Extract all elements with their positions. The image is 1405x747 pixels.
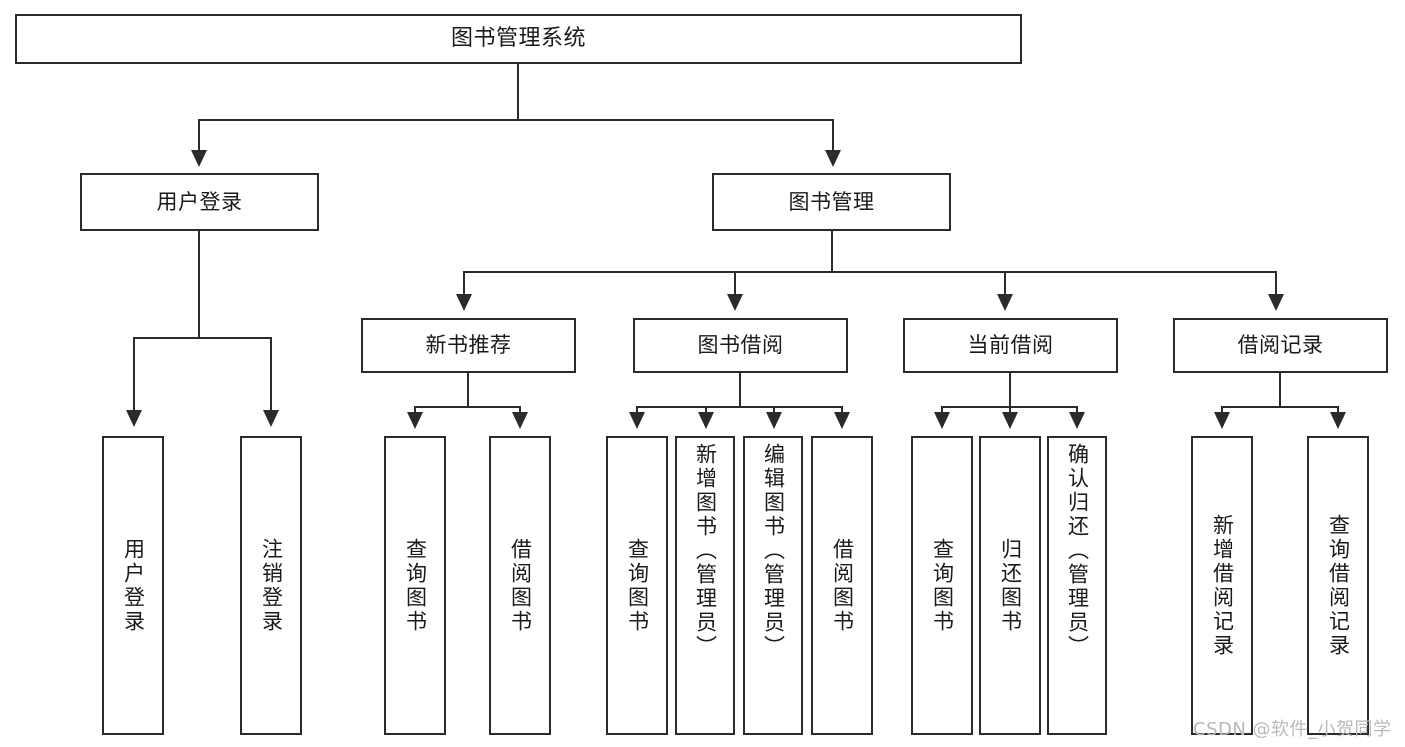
arrow-book-borrow-to-leaf-2 [766, 412, 782, 429]
connector-book-borrow-bus [636, 406, 842, 408]
leaf-book-borrow-0[interactable]: 查询图书 [606, 436, 668, 735]
arrow-current-borrow-to-leaf-0 [934, 412, 950, 429]
arrow-borrow-record-to-leaf-0 [1214, 412, 1230, 429]
node-root-system-label: 图书管理系统 [450, 26, 586, 52]
connector-book-borrow-to-leaf-3 [841, 406, 843, 414]
leaf-borrow-record-0[interactable]: 新增借阅记录 [1191, 436, 1253, 735]
connector-book-borrow-to-leaf-0 [636, 406, 638, 414]
arrow-current-borrow-to-leaf-1 [1002, 412, 1018, 429]
leaf-book-borrow-3[interactable]: 借阅图书 [811, 436, 873, 735]
connector-new-book-rec-bus [414, 406, 520, 408]
leaf-current-borrow-1[interactable]: 归还图书 [979, 436, 1041, 735]
leaf-new-book-rec-0[interactable]: 查询图书 [384, 436, 446, 735]
leaf-current-borrow-0[interactable]: 查询图书 [911, 436, 973, 735]
leaf-book-borrow-3-label: 借阅图书 [830, 537, 855, 634]
node-new-book-rec-label: 新书推荐 [425, 333, 512, 358]
leaf-new-book-rec-0-label: 查询图书 [403, 537, 428, 634]
connector-root-to-book-manage [832, 119, 834, 154]
arrow-book-manage-to-g0 [456, 294, 472, 311]
connector-current-borrow-to-leaf-1 [1009, 406, 1011, 414]
connector-borrow-record-bus [1221, 406, 1338, 408]
leaf-user-login-0[interactable]: 用户登录 [102, 436, 164, 735]
node-borrow-record-label: 借阅记录 [1237, 333, 1324, 358]
connector-new-book-rec-stem [467, 373, 469, 408]
node-book-manage[interactable]: 图书管理 [712, 173, 951, 231]
connector-root-stem [517, 64, 519, 120]
arrow-book-manage-to-g2 [997, 294, 1013, 311]
connector-new-book-rec-to-leaf-0 [414, 406, 416, 414]
arrow-book-manage-to-g3 [1268, 294, 1284, 311]
arrow-root-to-user-login [191, 150, 207, 167]
leaf-current-borrow-2[interactable]: 确认归还（管理员） [1047, 436, 1107, 735]
leaf-user-login-1[interactable]: 注销登录 [240, 436, 302, 735]
connector-current-borrow-to-leaf-2 [1076, 406, 1078, 414]
leaf-borrow-record-0-label: 新增借阅记录 [1210, 513, 1235, 658]
connector-user-login-bus [133, 337, 272, 339]
node-user-login-label: 用户登录 [156, 189, 243, 214]
node-borrow-record[interactable]: 借阅记录 [1173, 318, 1388, 373]
connector-new-book-rec-to-leaf-1 [519, 406, 521, 414]
arrow-user-login-to-leaf-0 [126, 410, 142, 427]
node-root-system[interactable]: 图书管理系统 [15, 14, 1022, 64]
connector-root-to-user-login [198, 119, 200, 154]
leaf-book-borrow-1-label: 新增图书（管理员） [693, 443, 718, 659]
connector-book-manage-stem [831, 231, 833, 272]
leaf-borrow-record-1-label: 查询借阅记录 [1326, 513, 1351, 658]
node-user-login[interactable]: 用户登录 [80, 173, 319, 231]
leaf-user-login-0-label: 用户登录 [121, 537, 146, 634]
connector-current-borrow-to-leaf-0 [941, 406, 943, 414]
arrow-book-borrow-to-leaf-3 [834, 412, 850, 429]
connector-borrow-record-stem [1279, 373, 1281, 408]
arrow-root-to-book-manage [825, 150, 841, 167]
connector-root-bus [198, 119, 834, 121]
leaf-current-borrow-2-label: 确认归还（管理员） [1065, 443, 1090, 659]
leaf-book-borrow-0-label: 查询图书 [625, 537, 650, 634]
leaf-book-borrow-2[interactable]: 编辑图书（管理员） [743, 436, 803, 735]
arrow-current-borrow-to-leaf-2 [1069, 412, 1085, 429]
leaf-borrow-record-1[interactable]: 查询借阅记录 [1307, 436, 1369, 735]
leaf-book-borrow-1[interactable]: 新增图书（管理员） [675, 436, 735, 735]
leaf-current-borrow-0-label: 查询图书 [930, 537, 955, 634]
leaf-new-book-rec-1-label: 借阅图书 [508, 537, 533, 634]
connector-book-borrow-stem [739, 373, 741, 408]
leaf-new-book-rec-1[interactable]: 借阅图书 [489, 436, 551, 735]
arrow-new-book-rec-to-leaf-0 [407, 412, 423, 429]
connector-book-manage-to-g0 [463, 271, 465, 296]
leaf-current-borrow-1-label: 归还图书 [998, 537, 1023, 634]
connector-user-login-stem [198, 231, 200, 338]
arrow-book-borrow-to-leaf-1 [698, 412, 714, 429]
arrow-borrow-record-to-leaf-1 [1330, 412, 1346, 429]
leaf-book-borrow-2-label: 编辑图书（管理员） [761, 443, 786, 659]
arrow-book-manage-to-g1 [727, 294, 743, 311]
arrow-user-login-to-leaf-1 [263, 410, 279, 427]
connector-book-borrow-to-leaf-2 [773, 406, 775, 414]
node-current-borrow[interactable]: 当前借阅 [903, 318, 1118, 373]
node-book-borrow-label: 图书借阅 [697, 333, 784, 358]
connector-user-login-to-leaf-1 [270, 337, 272, 412]
connector-book-manage-to-g2 [1004, 271, 1006, 296]
arrow-new-book-rec-to-leaf-1 [512, 412, 528, 429]
connector-book-manage-bus [463, 271, 1275, 273]
connector-book-borrow-to-leaf-1 [705, 406, 707, 414]
leaf-user-login-1-label: 注销登录 [259, 537, 284, 634]
node-book-manage-label: 图书管理 [788, 189, 875, 214]
connector-book-manage-to-g1 [734, 271, 736, 296]
connector-borrow-record-to-leaf-0 [1221, 406, 1223, 414]
connector-user-login-to-leaf-0 [133, 337, 135, 412]
arrow-book-borrow-to-leaf-0 [629, 412, 645, 429]
connector-book-manage-to-g3 [1275, 271, 1277, 296]
node-current-borrow-label: 当前借阅 [967, 333, 1054, 358]
node-new-book-rec[interactable]: 新书推荐 [361, 318, 576, 373]
connector-current-borrow-stem [1009, 373, 1011, 408]
connector-borrow-record-to-leaf-1 [1337, 406, 1339, 414]
node-book-borrow[interactable]: 图书借阅 [633, 318, 848, 373]
